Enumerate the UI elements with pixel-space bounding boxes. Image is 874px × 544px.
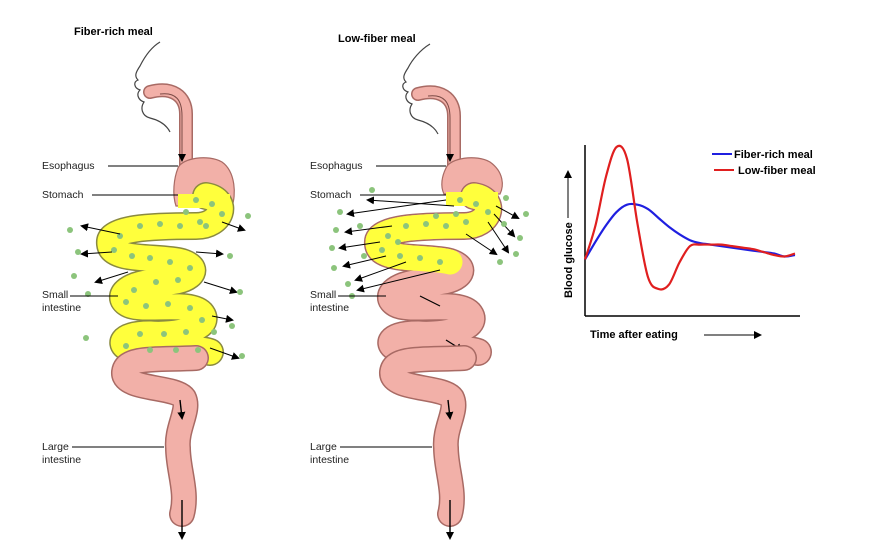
label-small-intestine-2: intestine — [42, 302, 81, 314]
nutrient-dots-absorbed — [67, 213, 251, 359]
label-small-intestine-1: Small — [42, 289, 68, 301]
label-large-intestine-2: intestine — [42, 454, 81, 466]
nutrient-dots-inside — [379, 197, 491, 265]
panel-title: Fiber-rich meal — [74, 26, 153, 38]
legend: Fiber-rich meal Low-fiber meal — [712, 149, 816, 177]
label-large-intestine-1: Large — [42, 441, 69, 453]
legend-label-low-fiber: Low-fiber meal — [738, 165, 816, 177]
fiber-rich-panel: Fiber-rich meal — [42, 26, 251, 540]
label-esophagus: Esophagus — [310, 160, 363, 172]
panel-title: Low-fiber meal — [338, 33, 416, 45]
legend-label-fiber-rich: Fiber-rich meal — [734, 149, 813, 161]
head-profile — [134, 41, 171, 133]
x-axis-label: Time after eating — [590, 329, 678, 341]
series-layer — [583, 144, 796, 291]
absorption-arrows — [80, 221, 246, 360]
chyme-segment — [365, 183, 501, 275]
label-small-intestine-2: intestine — [310, 302, 349, 314]
stomach — [441, 157, 503, 195]
nutrient-dots-inside — [111, 197, 225, 353]
series-line-low-fiber — [583, 144, 796, 291]
label-large-intestine-2: intestine — [310, 454, 349, 466]
y-axis-label: Blood glucose — [563, 222, 575, 298]
blood-glucose-chart: Blood glucose Time after eating Fiber-ri… — [563, 144, 816, 341]
label-esophagus: Esophagus — [42, 160, 95, 172]
label-small-intestine-1: Small — [310, 289, 336, 301]
label-stomach: Stomach — [310, 189, 352, 201]
head-profile — [402, 43, 439, 135]
nutrient-dots-absorbed — [329, 187, 529, 299]
label-large-intestine-1: Large — [310, 441, 337, 453]
label-stomach: Stomach — [42, 189, 84, 201]
low-fiber-panel: Low-fiber meal — [310, 33, 529, 540]
